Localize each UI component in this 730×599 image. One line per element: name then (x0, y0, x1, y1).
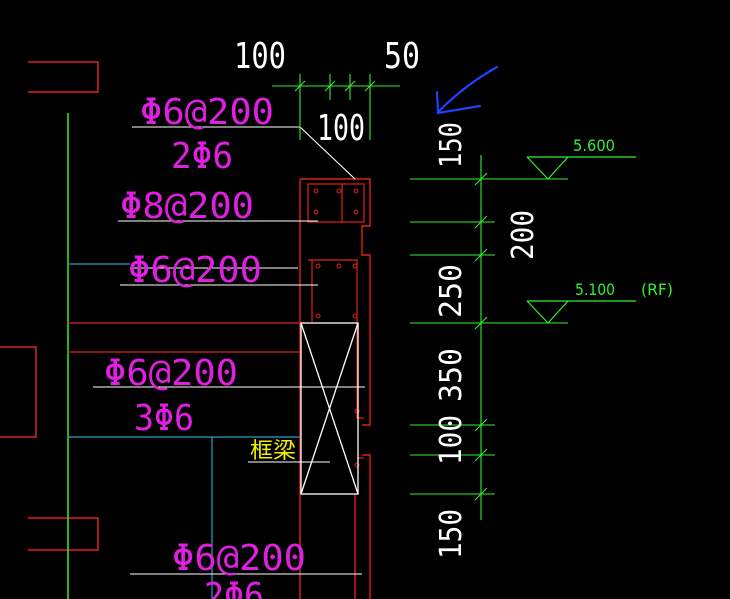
elevation-label-2: 5.100 (575, 280, 615, 299)
rebar-cage (307, 183, 365, 459)
top-dimension-below: 100 (317, 108, 365, 149)
vertical-dimension-5: 100 (434, 415, 469, 465)
rebar-label-8: 2Φ6 (204, 576, 264, 599)
vertical-dimension-3: 250 (434, 264, 469, 318)
vertical-dimension-1: 150 (434, 122, 469, 168)
top-dimension-lines (272, 74, 400, 140)
rebar-label-1: Φ6@200 (140, 92, 274, 133)
slab-lines (68, 263, 300, 599)
vertical-dimension-2: 200 (506, 210, 541, 260)
beam-label: 框梁 (250, 439, 296, 464)
rebar-label-6: 3Φ6 (134, 398, 194, 439)
elevation-tag-rf: (RF) (641, 280, 673, 299)
top-dimension-left: 100 (234, 36, 286, 77)
rebar-label-2: 2Φ6 (171, 136, 233, 177)
frame-beam-section (300, 322, 359, 495)
vertical-dimension-6: 150 (434, 509, 469, 559)
rebar-label-3: Φ8@200 (120, 186, 254, 227)
vertical-dimension-4: 350 (434, 348, 469, 402)
top-dimension-right: 50 (384, 36, 420, 77)
elevation-marks (526, 156, 636, 324)
rebar-dots (313, 188, 360, 468)
rebar-label-5: Φ6@200 (104, 353, 238, 394)
left-red-outlines (0, 61, 99, 551)
elevation-label-1: 5.600 (573, 136, 615, 155)
rebar-label-7: Φ6@200 (172, 538, 306, 579)
rebar-label-4: Φ6@200 (128, 250, 262, 291)
annotation-arrow-icon (435, 65, 499, 115)
right-dimension-lines (410, 155, 568, 520)
section-outline (299, 178, 371, 599)
